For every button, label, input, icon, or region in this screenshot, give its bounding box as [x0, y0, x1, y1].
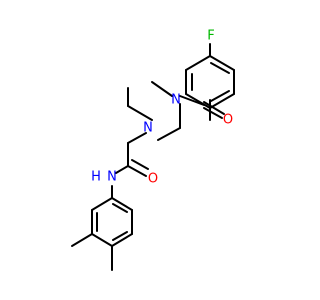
bond	[131, 159, 149, 170]
bond	[71, 233, 93, 247]
atom-amide-hydrogen: H	[91, 170, 101, 185]
bond	[210, 62, 230, 74]
molecule-structure: F O N N O N H	[71, 29, 235, 271]
bond	[179, 95, 205, 106]
bond	[203, 101, 225, 115]
bond	[127, 165, 147, 177]
bond	[112, 231, 128, 241]
bond	[203, 107, 223, 119]
atom-labels: F O N N O N H	[91, 29, 233, 187]
atom-carbonyl-oxygen: O	[223, 113, 233, 128]
bond	[111, 233, 133, 247]
bond	[151, 81, 173, 97]
atom-amide-nitrogen: N	[107, 170, 117, 185]
bond	[112, 203, 128, 213]
bond	[185, 55, 211, 71]
atom-amide-oxygen: O	[148, 172, 158, 187]
bond	[209, 93, 235, 109]
bond	[91, 197, 113, 211]
bond	[185, 93, 211, 109]
bond	[157, 127, 181, 141]
bond	[115, 165, 129, 174]
bond	[127, 132, 147, 144]
atom-piperazine-nitrogen-top: N	[171, 93, 181, 108]
molecule-canvas: F O N N O N H	[71, 29, 235, 271]
bond	[210, 90, 230, 102]
bond	[127, 105, 153, 121]
bond	[111, 197, 133, 211]
atom-piperazine-nitrogen-left: N	[143, 121, 153, 136]
bonds	[71, 43, 235, 271]
bond	[91, 233, 113, 247]
bond	[209, 55, 235, 71]
atom-fluorine: F	[207, 29, 214, 44]
